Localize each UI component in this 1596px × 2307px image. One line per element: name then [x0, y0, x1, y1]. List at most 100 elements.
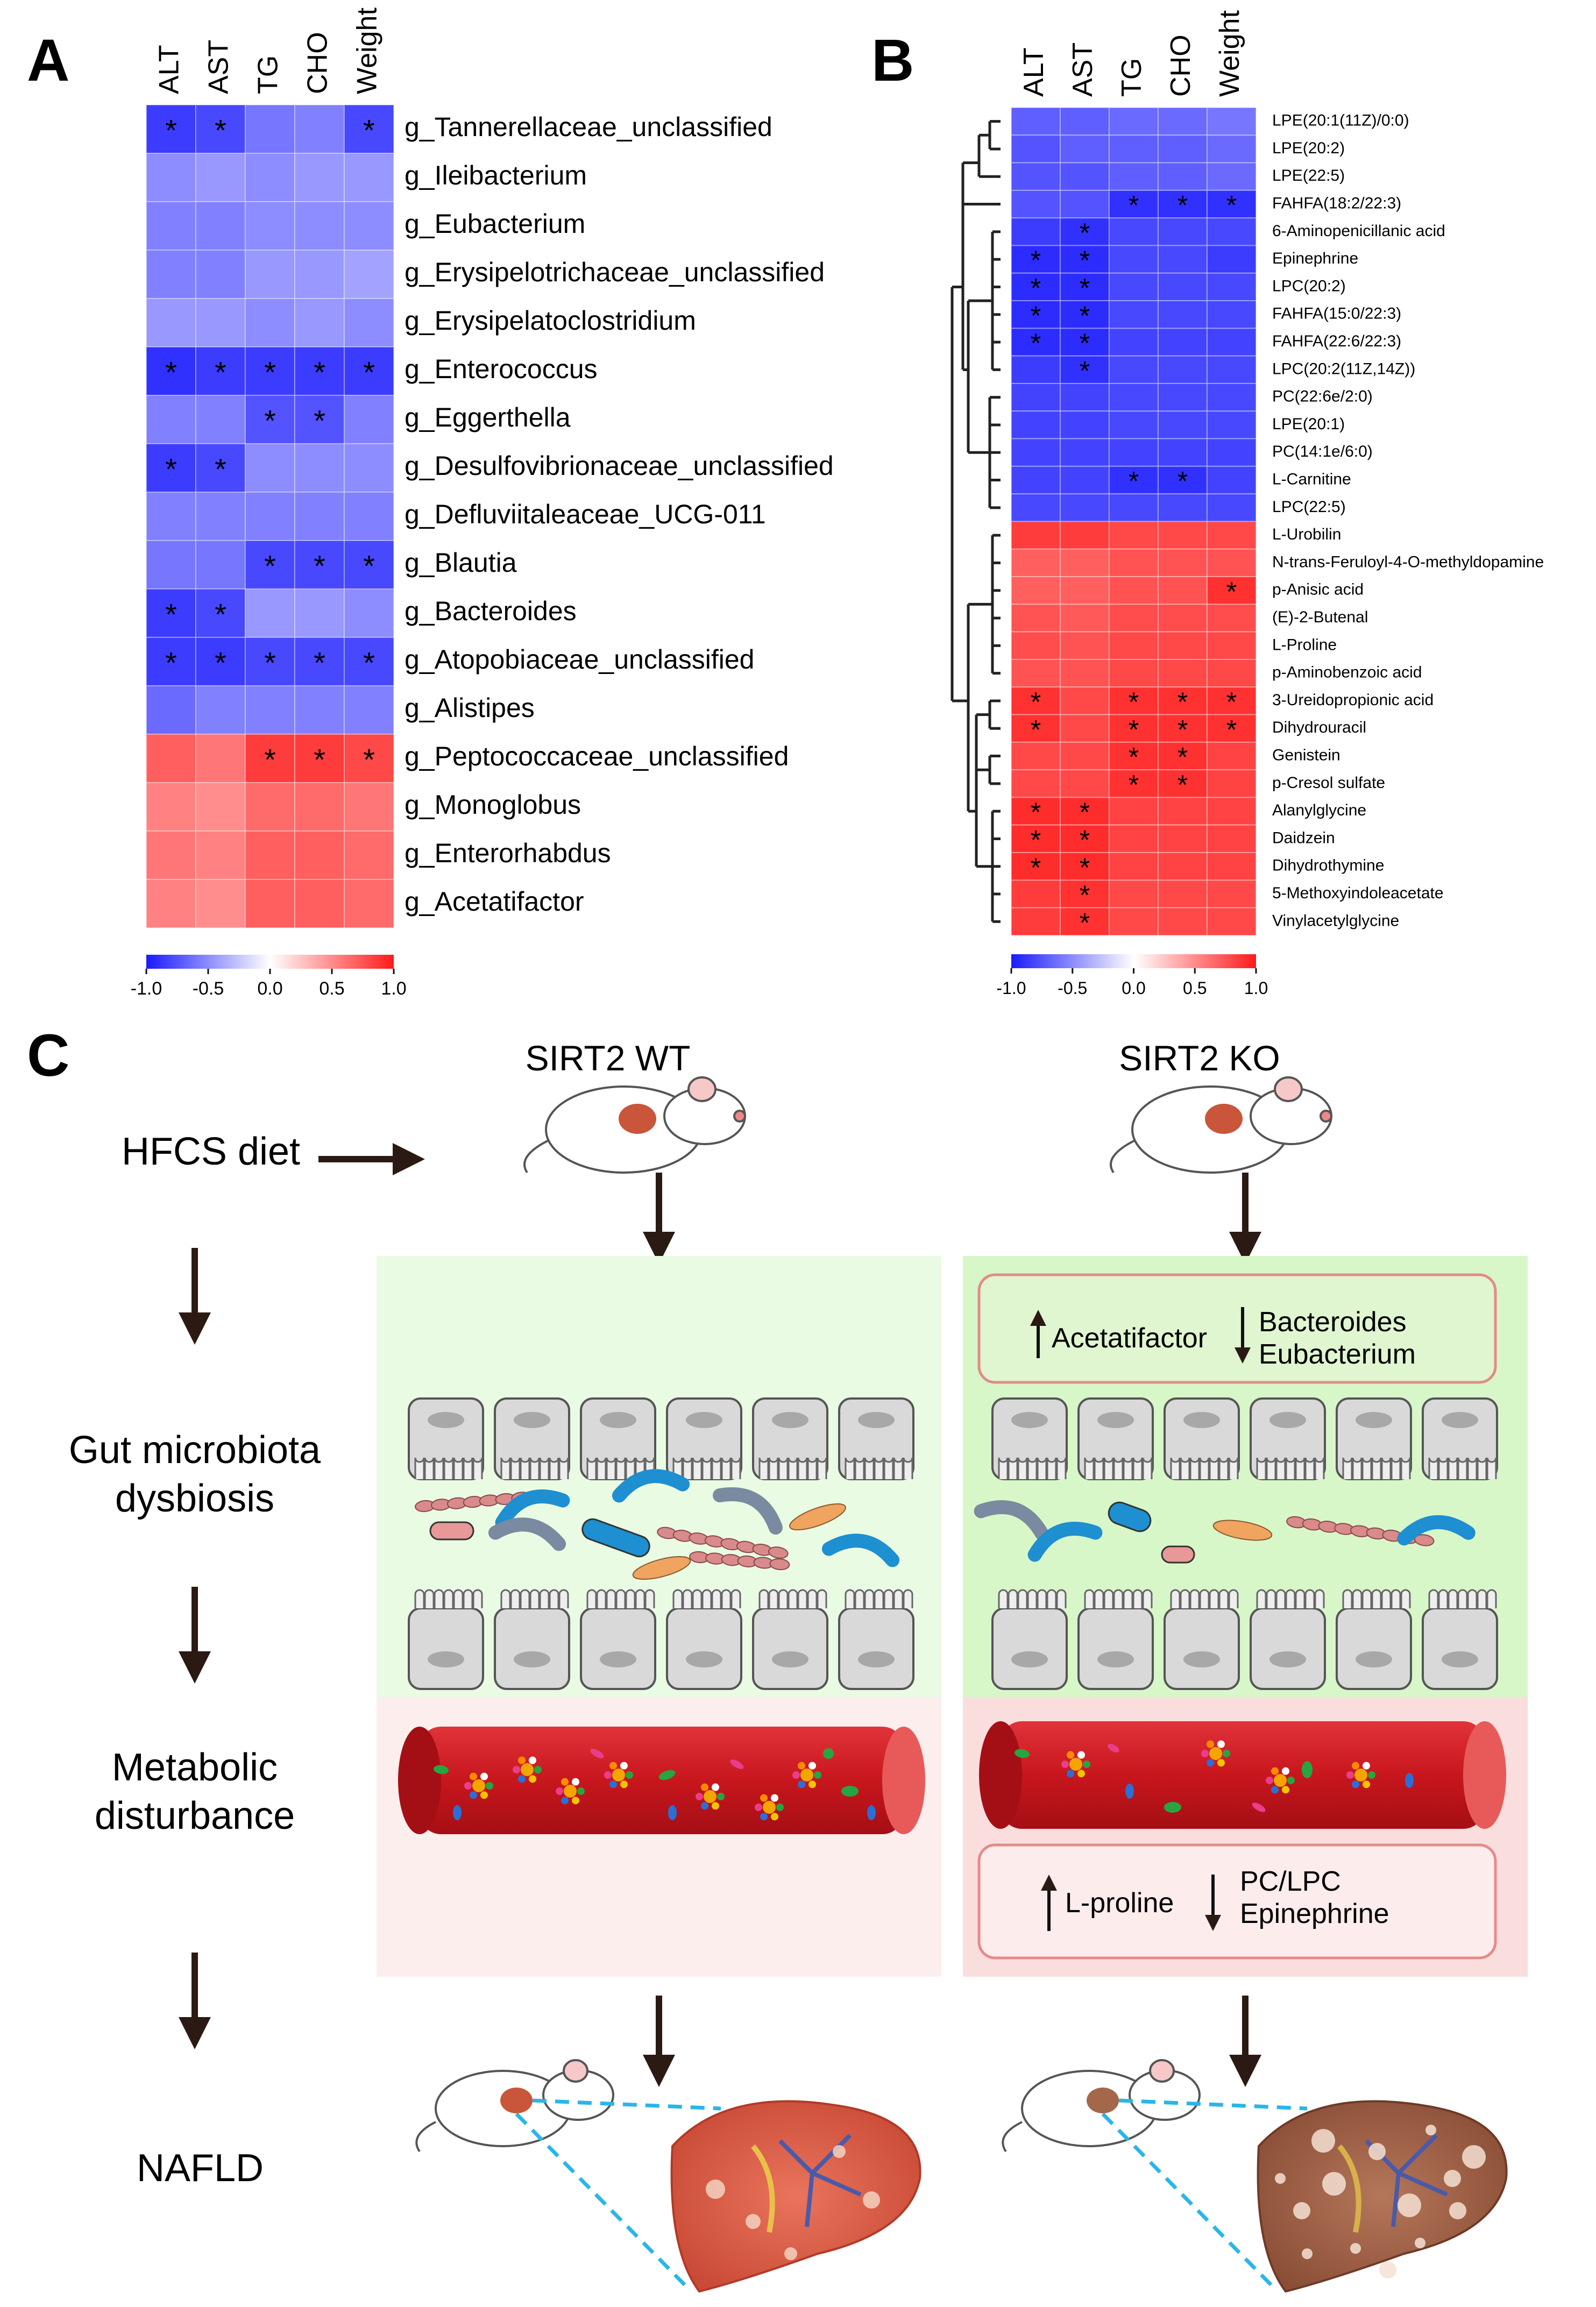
heat-cell: [195, 879, 246, 928]
heat-cell: [1060, 576, 1110, 605]
row-label: g_Peptococcaceae_unclassified: [405, 741, 789, 771]
heat-cell: [1109, 217, 1159, 246]
row-label: p-Anisic acid: [1272, 581, 1364, 599]
heat-cell: [146, 395, 196, 444]
heat-cell: [245, 346, 295, 396]
heat-cell: [1207, 714, 1257, 743]
heat-cell: [1011, 300, 1061, 329]
heat-cell: [294, 588, 345, 638]
ko-metab-down-1: PC/LPC: [1240, 1866, 1341, 1897]
heat-cell: [1207, 604, 1257, 633]
row-label: LPC(20:2(11Z,14Z)): [1272, 360, 1415, 378]
row-label: p-Aminobenzoic acid: [1272, 664, 1422, 682]
heat-cell: [1011, 604, 1061, 633]
heat-cell: [1158, 631, 1208, 660]
heat-cell: [195, 734, 246, 783]
heat-cell: [294, 830, 345, 880]
heat-cell: [1060, 134, 1110, 164]
significance-star: *: [1129, 742, 1139, 772]
significance-star: *: [165, 645, 177, 679]
column-label: ALT: [154, 45, 185, 94]
step-nafld: NAFLD: [137, 2147, 264, 2190]
row-label: g_Erysipelatoclostridium: [405, 306, 696, 336]
heat-cell: [1207, 907, 1257, 936]
row-label: g_Desulfovibrionaceae_unclassified: [405, 451, 834, 481]
ko-metab-down-2: Epinephrine: [1240, 1898, 1389, 1929]
significance-star: *: [1129, 770, 1139, 800]
heat-cell: [1011, 769, 1061, 798]
heat-cell: [1207, 410, 1257, 439]
heat-cell: [1158, 769, 1208, 798]
significance-star: *: [215, 355, 226, 389]
heat-cell: [1011, 548, 1061, 578]
row-label: g_Bacteroides: [405, 596, 577, 626]
heat-cell: [1011, 521, 1061, 550]
colorbar-tick-label: 0.5: [1183, 978, 1207, 998]
heat-cell: [1109, 631, 1159, 660]
heat-cell: [1060, 217, 1110, 246]
significance-star: *: [264, 742, 276, 776]
heat-cell: [1109, 604, 1159, 633]
heat-cell: [146, 879, 196, 928]
heat-cell: [1207, 383, 1257, 412]
heat-cell: [294, 153, 345, 202]
heat-cell: [1207, 465, 1257, 495]
significance-star: *: [314, 645, 325, 679]
column-label: Weight: [352, 8, 383, 94]
heat-cell: [146, 201, 196, 251]
heat-cell: [195, 588, 246, 638]
significance-star: *: [363, 645, 375, 679]
heat-cell: [1207, 741, 1257, 771]
step-hfcs: HFCS diet: [122, 1130, 300, 1173]
ko-metab-up: L-proline: [1065, 1887, 1174, 1919]
heat-cell: [1158, 879, 1208, 908]
significance-star: *: [1031, 301, 1041, 331]
heat-cell: [1207, 189, 1257, 219]
heat-cell: [245, 782, 295, 832]
heat-cell: [344, 395, 394, 444]
row-label: 3-Ureidopropionic acid: [1272, 691, 1434, 709]
heat-cell: [294, 443, 345, 493]
heat-cell: [245, 153, 295, 202]
heat-cell: [1011, 493, 1061, 522]
heat-cell: [1207, 162, 1257, 191]
heat-cell: [1158, 438, 1208, 467]
heat-cell: [1109, 769, 1159, 798]
heat-cell: [1158, 272, 1208, 302]
heat-cell: [1060, 659, 1110, 688]
row-label: L-Carnitine: [1272, 470, 1351, 488]
significance-star: *: [1031, 797, 1041, 827]
heat-cell: [1011, 741, 1061, 771]
row-label: g_Enterorhabdus: [405, 838, 611, 868]
mouse-ko-icon: [1110, 1076, 1332, 1174]
ko-microbiota-box: [977, 1273, 1497, 1384]
heat-cell: [195, 298, 246, 347]
significance-star: *: [314, 355, 325, 389]
significance-star: *: [363, 549, 375, 583]
heat-cell: [1060, 189, 1110, 219]
significance-star: *: [1080, 218, 1090, 248]
heat-cell: [1207, 438, 1257, 467]
row-label: 5-Methoxyindoleacetate: [1272, 884, 1444, 902]
heat-cell: [245, 637, 295, 686]
heat-cell: [344, 637, 394, 686]
heat-cell: [344, 346, 394, 396]
significance-star: *: [1178, 687, 1188, 717]
heat-cell: [1011, 134, 1061, 164]
heat-cell: [195, 637, 246, 686]
heat-cell: [1109, 797, 1159, 826]
heat-cell: [1207, 107, 1257, 136]
heat-cell: [245, 830, 295, 880]
heat-cell: [1060, 797, 1110, 826]
heat-cell: [1011, 162, 1061, 191]
heat-cell: [1060, 383, 1110, 412]
row-label: p-Cresol sulfate: [1272, 774, 1385, 792]
row-label: 6-Aminopenicillanic acid: [1272, 222, 1445, 240]
significance-star: *: [1226, 190, 1237, 221]
significance-star: *: [1031, 714, 1041, 744]
significance-star: *: [1031, 853, 1041, 883]
heat-cell: [294, 395, 345, 444]
colorbar-tick-label: 0.0: [1122, 978, 1145, 998]
heat-cell: [1207, 493, 1257, 522]
